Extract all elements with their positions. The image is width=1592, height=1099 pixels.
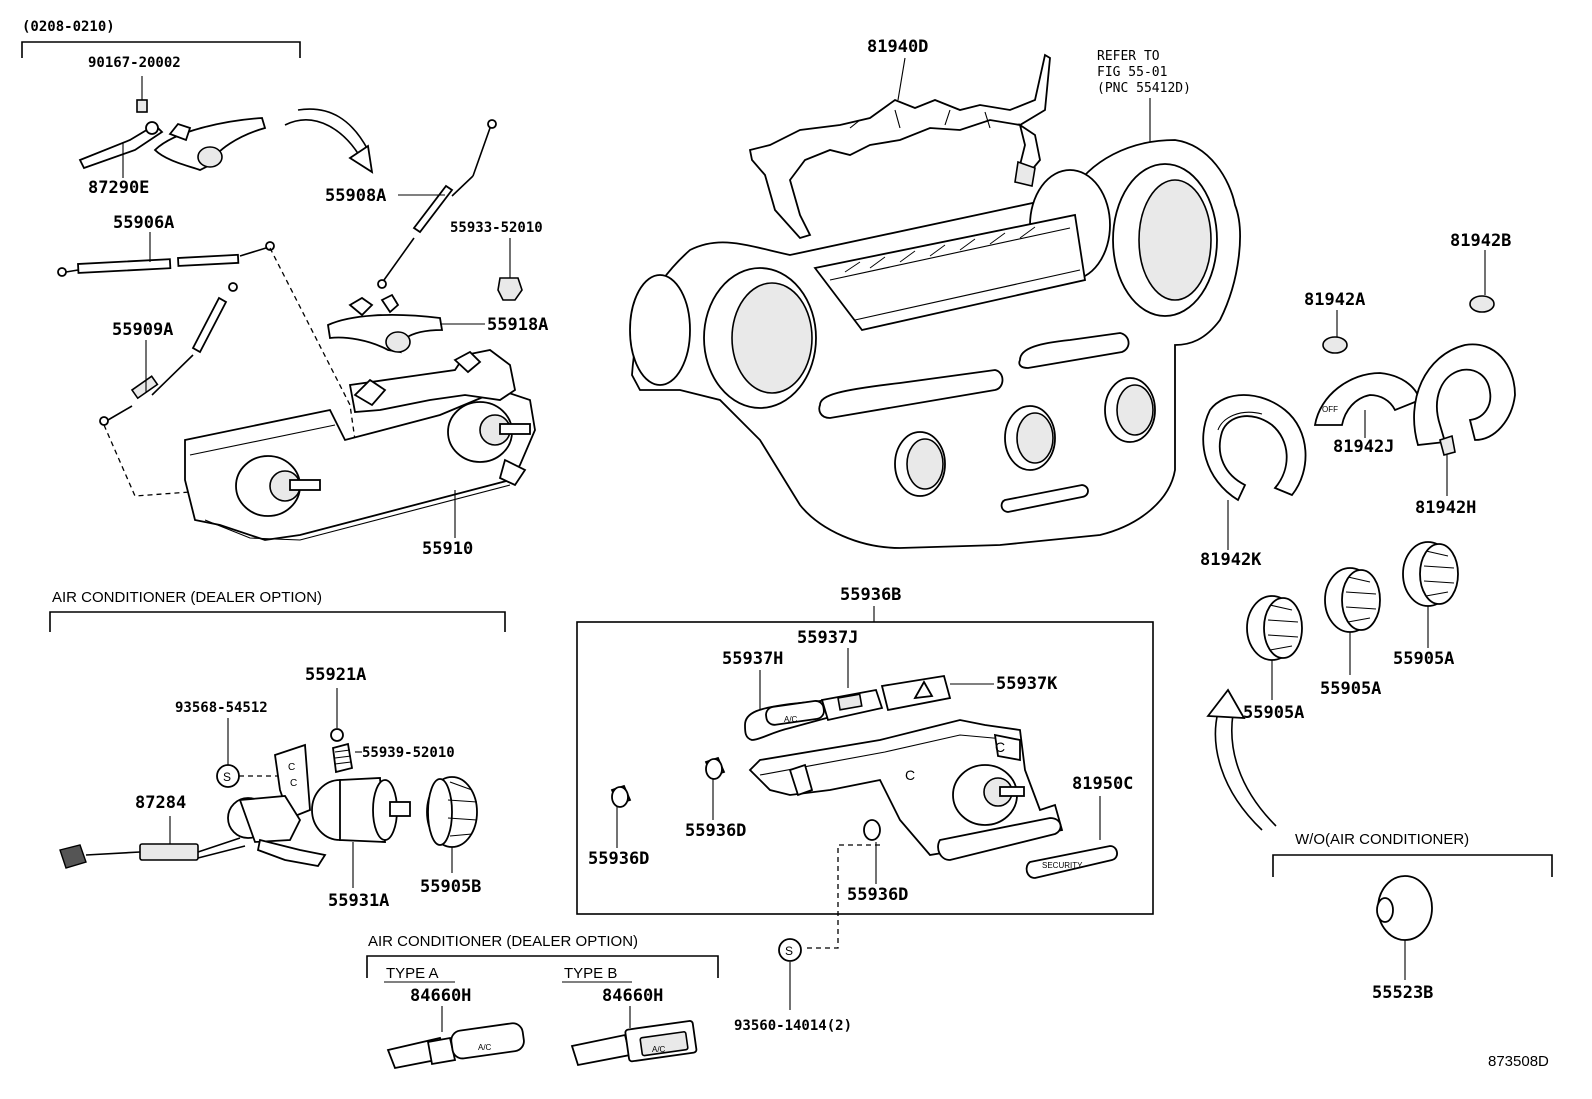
label-90167-20002: 90167-20002: [88, 55, 181, 71]
part-87284-drawing: S C C: [59, 688, 362, 869]
group-ac-dealer-option-2-label: AIR CONDITIONER (DEALER OPTION): [368, 933, 638, 950]
reference-note-line1: REFER TO: [1097, 49, 1160, 64]
symbol-s-1: S: [223, 770, 231, 784]
group-wo-ac-label: W/O(AIR CONDITIONER): [1295, 831, 1469, 848]
part-81942H-drawing: [1413, 343, 1516, 496]
label-55905A-1: 55905A: [1243, 703, 1304, 723]
svg-text:C: C: [290, 778, 297, 789]
text-off: OFF: [1322, 405, 1338, 414]
group-type-a-label: TYPE A: [386, 965, 439, 982]
text-ac-type-b: A/C: [652, 1045, 666, 1054]
label-55936D-1: 55936D: [588, 849, 649, 869]
part-55936B-drawing: A/C C C SECURITY: [610, 648, 1118, 884]
part-81942J-drawing: OFF: [1313, 372, 1422, 438]
label-81942J: 81942J: [1333, 437, 1394, 457]
label-87290E: 87290E: [88, 178, 149, 198]
group-type-b-label: TYPE B: [564, 965, 617, 982]
part-84660H-type-a: A/C: [386, 1006, 525, 1070]
arrow-curved-top: [284, 108, 374, 174]
reference-note-line3: (PNC 55412D): [1097, 81, 1191, 96]
label-84660H-1: 84660H: [410, 986, 471, 1006]
part-55908A-drawing: [377, 119, 497, 289]
label-81942H: 81942H: [1415, 498, 1476, 518]
part-55523B-drawing: [1376, 875, 1433, 980]
group-ac-dealer-option-1-label: AIR CONDITIONER (DEALER OPTION): [52, 589, 322, 606]
label-55937H: 55937H: [722, 649, 783, 669]
group-ac-dealer-option-1: AIR CONDITIONER (DEALER OPTION): [49, 589, 506, 632]
group-date-range-label: (0208-0210): [22, 19, 115, 35]
label-81942B: 81942B: [1450, 231, 1511, 251]
arrow-upward-right: [1206, 688, 1277, 831]
label-55908A: 55908A: [325, 186, 386, 206]
label-55905B: 55905B: [420, 877, 481, 897]
part-81940D-drawing: [748, 53, 1051, 240]
part-55906A-drawing: [57, 232, 275, 277]
figure-code: 873508D: [1488, 1053, 1549, 1070]
group-ac-bracket-1: [49, 611, 506, 632]
label-55905A-3: 55905A: [1393, 649, 1454, 669]
svg-text:C: C: [905, 767, 915, 783]
svg-text:C: C: [995, 739, 1005, 755]
group-wo-ac-bracket: [1272, 854, 1553, 877]
label-55939-52010: 55939-52010: [362, 745, 455, 761]
label-93568-54512: 93568-54512: [175, 700, 268, 716]
part-center-bezel-drawing: [629, 139, 1241, 549]
label-55918A: 55918A: [487, 315, 548, 335]
label-55936D-3: 55936D: [847, 885, 908, 905]
part-55933-drawing: [497, 238, 523, 301]
label-81942K: 81942K: [1200, 550, 1262, 570]
part-84660H-type-b: A/C: [570, 1006, 698, 1067]
label-93560-14014: 93560-14014(2): [734, 1018, 852, 1034]
label-81950C: 81950C: [1072, 774, 1133, 794]
label-55937J: 55937J: [797, 628, 858, 648]
text-ac-button: A/C: [784, 715, 798, 724]
group-wo-ac: W/O(AIR CONDITIONER): [1272, 831, 1553, 877]
part-81942A-drawing: [1322, 310, 1348, 354]
reference-note: REFER TO FIG 55-01 (PNC 55412D): [1097, 49, 1191, 148]
label-55909A: 55909A: [112, 320, 173, 340]
part-55910-drawing: [103, 247, 536, 541]
label-55921A: 55921A: [305, 665, 366, 685]
reference-note-line2: FIG 55-01: [1097, 65, 1167, 80]
part-81942K-drawing: [1202, 394, 1307, 550]
part-55909A-drawing: [99, 282, 238, 426]
part-55931A-drawing: [311, 777, 411, 888]
group-55936B-box: [576, 621, 1154, 915]
label-81942A: 81942A: [1304, 290, 1365, 310]
group-date-range: (0208-0210): [21, 19, 301, 58]
part-87290E-drawing: [78, 76, 267, 178]
part-93560-drawing: S: [778, 844, 880, 1010]
label-55933-52010: 55933-52010: [450, 220, 543, 236]
part-55905A-knob-3: [1402, 541, 1459, 648]
part-55905A-knob-1: [1246, 595, 1303, 700]
label-55936D-2: 55936D: [685, 821, 746, 841]
label-55910: 55910: [422, 539, 473, 559]
part-55905A-knob-2: [1324, 567, 1381, 675]
label-55937K: 55937K: [996, 674, 1058, 694]
text-ac-type-a: A/C: [478, 1043, 492, 1052]
label-87284: 87284: [135, 793, 186, 813]
label-55931A: 55931A: [328, 891, 389, 911]
label-81940D: 81940D: [867, 37, 928, 57]
label-55523B: 55523B: [1372, 983, 1433, 1003]
svg-text:C: C: [288, 762, 295, 773]
part-55905B-drawing: [426, 776, 478, 873]
group-ac-bracket-2: [366, 955, 719, 978]
group-ac-dealer-option-2: AIR CONDITIONER (DEALER OPTION) TYPE A T…: [366, 933, 719, 983]
text-security-button: SECURITY: [1042, 861, 1083, 870]
label-55905A-2: 55905A: [1320, 679, 1381, 699]
label-55906A: 55906A: [113, 213, 174, 233]
label-55936B: 55936B: [840, 585, 901, 605]
part-81942B-drawing: [1469, 250, 1495, 313]
part-55918A-drawing: [327, 293, 485, 354]
symbol-s-2: S: [785, 944, 793, 958]
label-84660H-2: 84660H: [602, 986, 663, 1006]
group-bracket-top: [21, 41, 301, 58]
